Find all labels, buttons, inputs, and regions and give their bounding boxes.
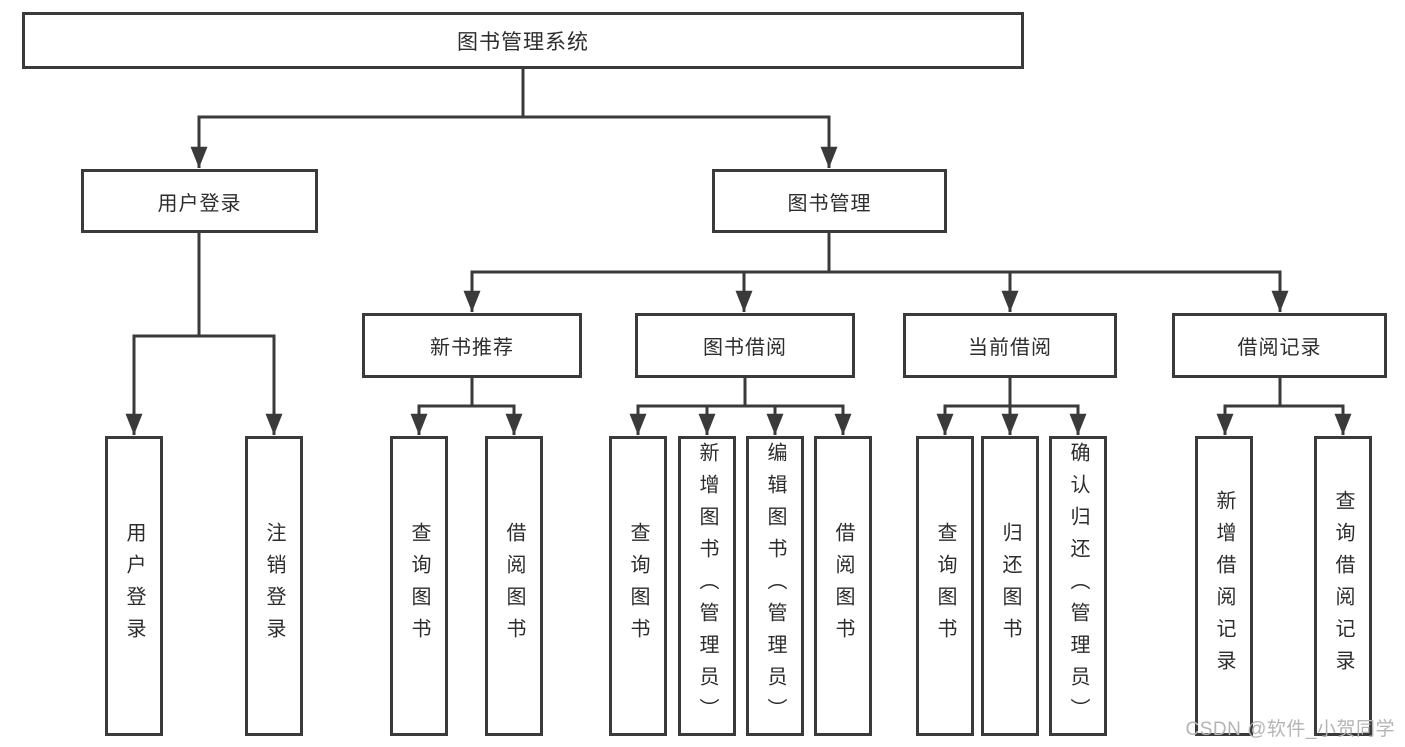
node-new-book-recommend: 新书推荐	[362, 313, 582, 378]
node-label: 确认归还（管理员）	[1067, 442, 1089, 730]
node-label: 归还图书	[999, 522, 1021, 650]
node-label: 当前借阅	[968, 337, 1052, 359]
leaf-add-borrow-record: 新增借阅记录	[1195, 436, 1253, 736]
node-label: 查询图书	[408, 522, 430, 650]
node-user-login: 用户登录	[81, 169, 318, 233]
edge-book-mgmt-to-level3	[463, 233, 1289, 312]
edge-current-borrow-to-leaves	[936, 377, 1087, 435]
node-label: 借阅图书	[503, 522, 525, 650]
leaf-add-books-admin: 新增图书（管理员）	[678, 436, 736, 736]
node-book-borrowing: 图书借阅	[635, 313, 855, 378]
leaf-user-login: 用户登录	[105, 436, 163, 736]
csdn-watermark: CSDN @软件_小贺同学	[1185, 719, 1395, 740]
node-label: 借阅图书	[832, 522, 854, 650]
node-label: 编辑图书（管理员）	[764, 442, 786, 730]
node-label: 图书借阅	[703, 337, 787, 359]
node-label: 查询图书	[934, 522, 956, 650]
leaf-query-books-2: 查询图书	[609, 436, 667, 736]
node-label: 查询借阅记录	[1332, 490, 1354, 682]
leaf-confirm-return-admin: 确认归还（管理员）	[1049, 436, 1107, 736]
leaf-borrow-books-1: 借阅图书	[485, 436, 543, 736]
node-label: 图书管理	[787, 192, 872, 215]
leaf-edit-books-admin: 编辑图书（管理员）	[746, 436, 804, 736]
node-library-management-system: 图书管理系统	[22, 12, 1024, 69]
node-label: 查询图书	[627, 522, 649, 650]
edge-new-book-rec-to-leaves	[410, 378, 523, 435]
edge-root-to-level2	[190, 69, 838, 168]
leaf-borrow-books-2: 借阅图书	[814, 436, 872, 736]
node-label: 新增借阅记录	[1213, 490, 1235, 682]
node-borrowing-records: 借阅记录	[1172, 313, 1387, 378]
leaf-query-books-1: 查询图书	[390, 436, 448, 736]
node-label: 用户登录	[157, 192, 242, 215]
node-current-borrowing: 当前借阅	[903, 313, 1117, 378]
leaf-logout: 注销登录	[245, 436, 303, 736]
leaf-query-books-3: 查询图书	[916, 436, 974, 736]
node-label: 新增图书（管理员）	[696, 442, 718, 730]
leaf-query-borrow-record: 查询借阅记录	[1314, 436, 1372, 736]
node-book-management: 图书管理	[712, 169, 947, 233]
edge-book-borrow-to-leaves	[629, 378, 852, 435]
edge-borrow-records-to-leaves	[1216, 377, 1352, 435]
node-label: 新书推荐	[430, 337, 514, 359]
node-label: 借阅记录	[1237, 337, 1322, 359]
node-label: 图书管理系统	[457, 30, 589, 54]
node-label: 用户登录	[123, 522, 145, 650]
node-label: 注销登录	[263, 522, 285, 650]
edge-user-login-to-leaves	[125, 233, 283, 435]
leaf-return-books: 归还图书	[981, 436, 1039, 736]
